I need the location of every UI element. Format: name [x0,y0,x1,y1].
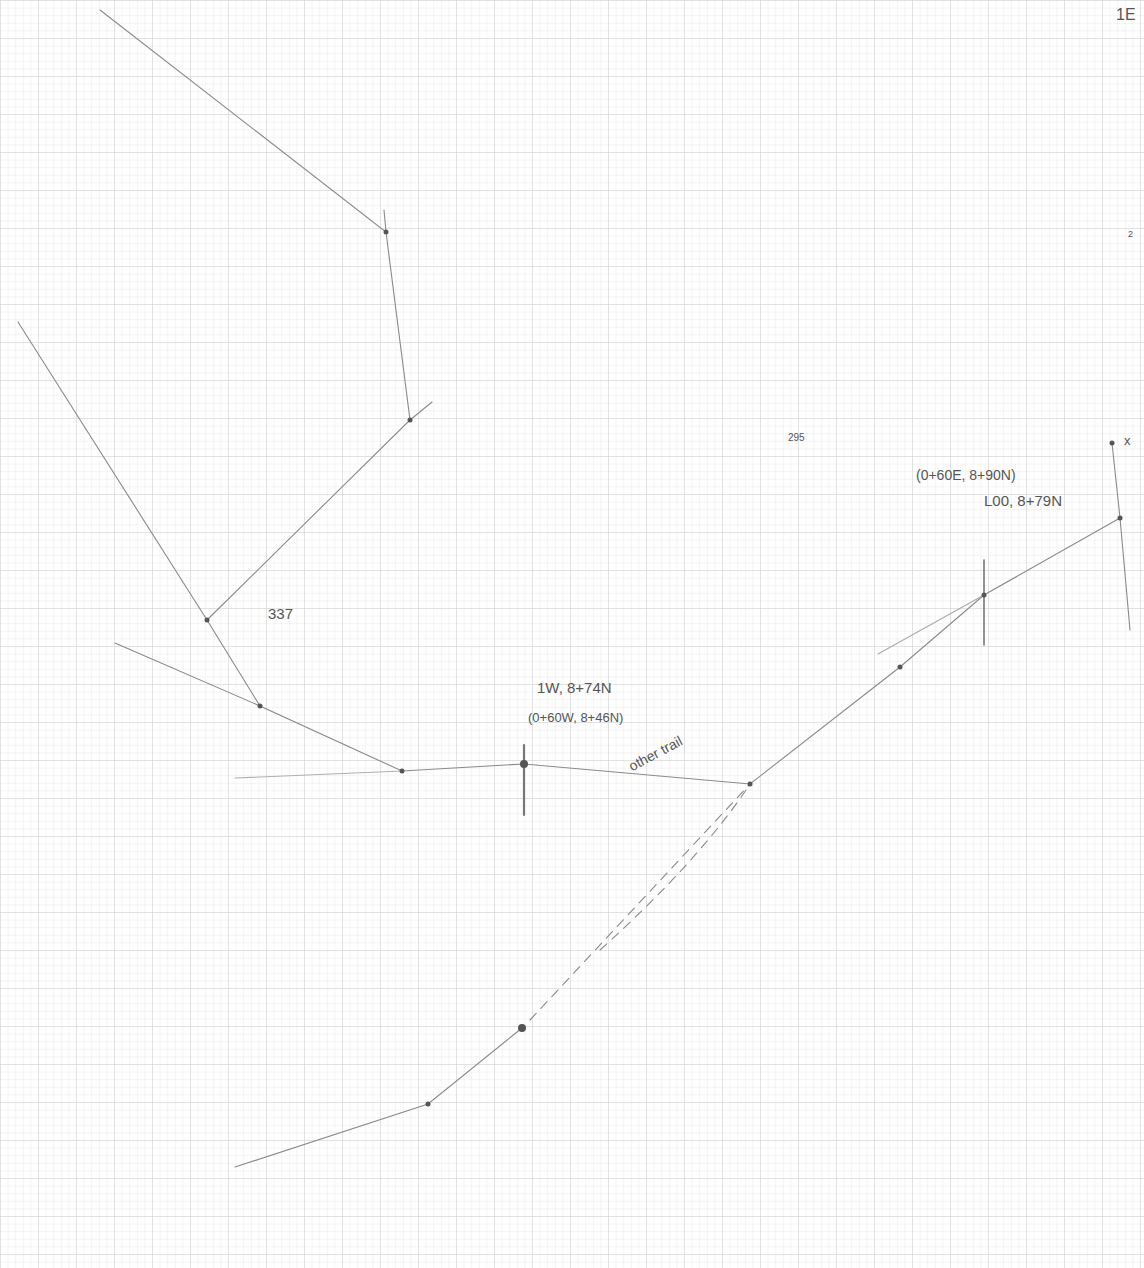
line-tick [523,745,525,815]
margin-note: 2 [1128,230,1133,240]
station-tick [384,210,386,232]
faint-line [878,595,984,654]
station-dot [205,618,210,623]
station-dot [898,665,903,670]
station-coordinate: (0+60W, 8+46N) [528,711,623,725]
other-trail-dashed [600,784,750,950]
station-dot [1118,516,1123,521]
station-coordinate: L00, 8+79N [984,493,1062,510]
trail-lines [18,10,1130,1167]
station-dots [205,230,1123,1107]
point-mark: x [1124,434,1131,448]
side-trail [115,643,260,706]
station-dot [400,769,405,774]
line-tick [983,560,985,645]
bearing-note: 295 [788,432,805,443]
sheet-number: 1E [1116,6,1136,24]
trail-label: other trail [626,734,685,775]
station-dot [982,593,987,598]
station-dot [426,1102,431,1107]
main-trail [18,322,1120,784]
station-dot [408,418,413,423]
trail-stub [410,402,432,420]
east-line [1112,443,1130,630]
station-dot [518,1024,526,1032]
station-dot [1110,441,1115,446]
station-dot [748,782,753,787]
station-coordinate: 1W, 8+74N [537,680,612,697]
bearing-note: 337 [268,606,293,623]
station-dot [258,704,263,709]
station-coordinate: (0+60E, 8+90N) [916,468,1016,483]
station-dot [384,230,389,235]
lower-trail [235,1028,522,1167]
upper-trail [100,10,410,620]
faint-line [235,771,402,778]
other-trail-dashed [530,784,750,1020]
station-dot [520,760,528,768]
